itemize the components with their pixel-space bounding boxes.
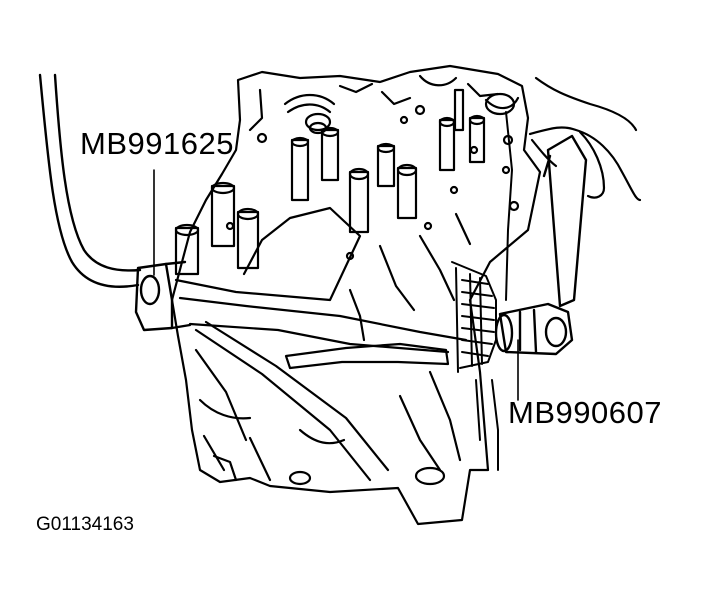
callout-mb991625: MB991625 (80, 126, 234, 161)
figure-id: G01134163 (36, 514, 134, 535)
hand-outline (528, 76, 642, 202)
transmission-case (170, 64, 542, 526)
tool-bar-left (38, 73, 142, 288)
callout-leaders (153, 169, 519, 401)
tool-socket-left (134, 260, 192, 332)
gear-assembly (451, 261, 497, 373)
callout-mb990607: MB990607 (508, 395, 662, 430)
case-right-edge (475, 111, 513, 471)
